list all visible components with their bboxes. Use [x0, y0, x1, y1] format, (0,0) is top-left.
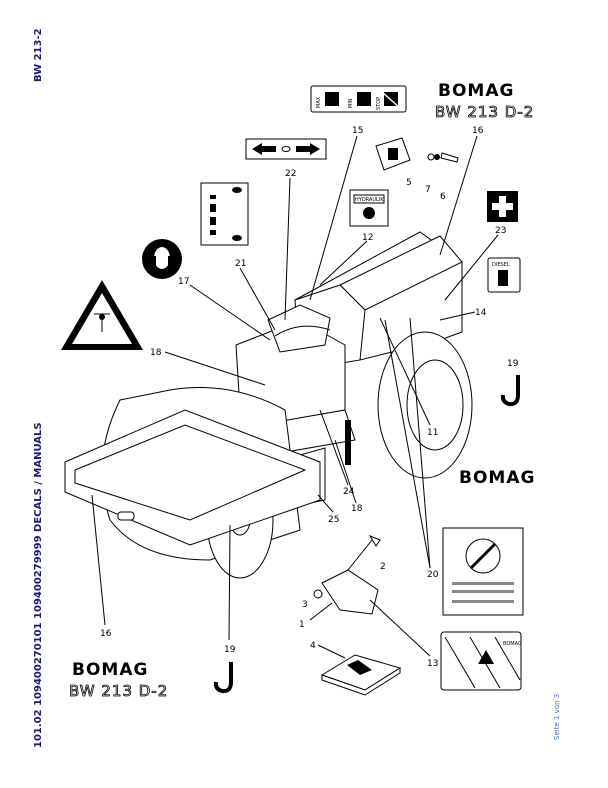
callout: 4	[310, 641, 316, 651]
callout: 13	[427, 659, 438, 669]
callout: 16	[472, 126, 484, 136]
callout: 21	[235, 259, 246, 269]
callout: 19	[507, 359, 519, 369]
svg-text:BOMAG: BOMAG	[503, 641, 522, 647]
svg-text:MIN: MIN	[348, 98, 354, 108]
callout: 22	[285, 169, 296, 179]
callout: 1	[299, 620, 305, 630]
callout: 24	[343, 487, 355, 497]
diesel-decal: DIESEL	[487, 257, 521, 293]
lifting-hook-decal-right	[500, 375, 520, 407]
callout: 2	[380, 562, 386, 572]
callout: 15	[352, 126, 363, 136]
brand-logo-top: BOMAG	[438, 81, 514, 101]
callout-numbers: 15 16 5 7 6 22 12 23 21 17 14 18 19 11 2…	[100, 126, 519, 669]
model-decal-bottom: BW 213 D-2	[69, 682, 168, 700]
engine-speed-decal: MAX MIN STOP	[310, 85, 407, 113]
callout: 17	[178, 277, 189, 287]
svg-text:DIESEL: DIESEL	[492, 262, 510, 268]
first-aid-decal	[487, 191, 518, 222]
callout: 19	[224, 645, 236, 655]
switch-part	[375, 137, 459, 171]
callout: 20	[427, 570, 439, 580]
ear-protection-decal	[142, 239, 182, 279]
model-decal-top: BW 213 D-2	[435, 103, 534, 121]
callout: 7	[425, 185, 431, 195]
callout: 16	[100, 629, 112, 639]
svg-text:MAX: MAX	[316, 96, 322, 108]
bracket-part	[313, 534, 381, 615]
callout: 12	[362, 233, 373, 243]
no-pressure-washer-decal	[442, 527, 524, 616]
travel-direction-decal	[245, 138, 327, 160]
safety-instruction-decal: BOMAG	[440, 631, 522, 691]
svg-text:STOP: STOP	[376, 97, 382, 110]
lifting-hook-decal-bottom	[213, 662, 233, 694]
callout: 18	[351, 504, 363, 514]
hydraulic-oil-decal: HYDRAULIK	[349, 189, 389, 227]
manuals-stack	[320, 654, 402, 696]
callout: 3	[302, 600, 308, 610]
callout: 14	[475, 308, 487, 318]
leader-lines	[91, 135, 499, 659]
roller-machine-drawing	[64, 231, 473, 579]
callout: 11	[427, 428, 438, 438]
callout: 25	[328, 515, 339, 525]
crush-warning-decal	[61, 280, 143, 350]
callout: 6	[440, 192, 446, 202]
callout: 5	[406, 178, 412, 188]
svg-text:HYDRAULIK: HYDRAULIK	[355, 197, 384, 203]
brand-logo-middle: BOMAG	[459, 468, 535, 488]
callout: 18	[150, 348, 162, 358]
callout: 23	[495, 226, 506, 236]
speed-scale-decal	[200, 182, 249, 246]
brand-logo-bottom: BOMAG	[72, 660, 148, 680]
